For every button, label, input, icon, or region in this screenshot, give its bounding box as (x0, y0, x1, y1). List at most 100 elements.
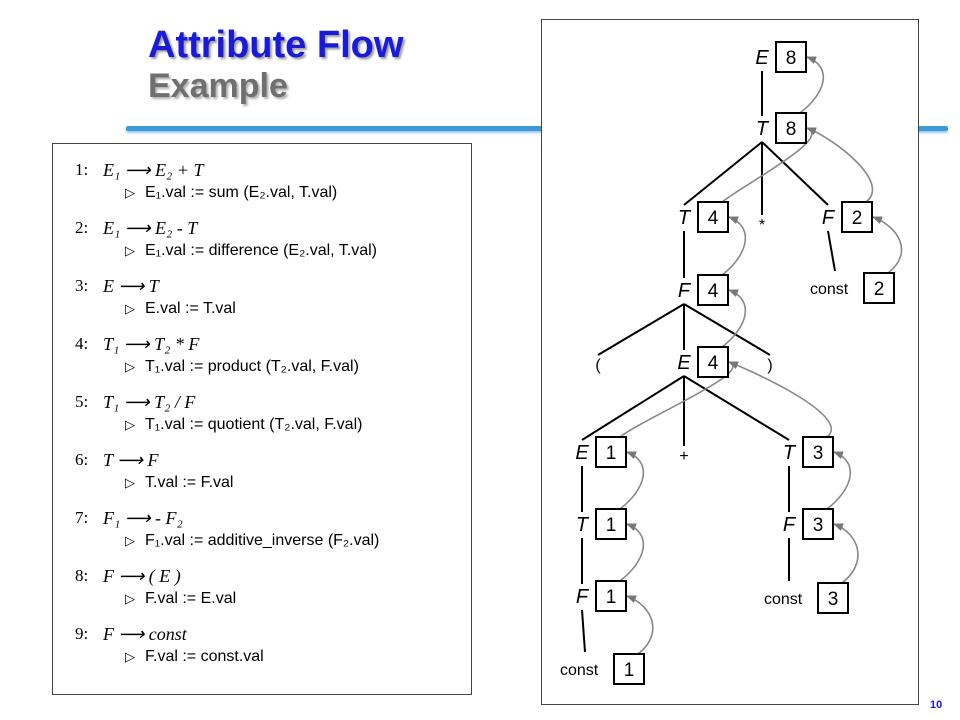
rule-action-text: F.val := const.val (145, 648, 264, 665)
node-label: E (575, 442, 589, 464)
flow-arrow-f_low_left-t_low_left (619, 523, 645, 582)
rule-production: T₁ ⟶ T₂ / F (103, 392, 196, 412)
rule-action: ▷ F.val := const.val (125, 648, 264, 666)
page-number: 10 (930, 699, 943, 711)
node-label: T (576, 514, 590, 536)
value-box (697, 201, 729, 233)
tree-edge-t_top-f_right (761, 141, 829, 206)
title-underline (126, 126, 948, 131)
value-box (595, 436, 627, 468)
node-label: E (755, 47, 769, 69)
node-label: F (783, 514, 797, 536)
value-box (595, 508, 627, 540)
rule-production: E₁ ⟶ E₂ - T (103, 218, 198, 238)
rule-action: ▷F₁.val := additive_inverse (F₂.val) (125, 532, 379, 550)
triangle-icon: ▷ (125, 649, 135, 664)
node-symbol: ) (767, 357, 772, 374)
value-box (775, 41, 807, 73)
tree-node-lparen: ( (595, 357, 601, 374)
node-value: 4 (708, 353, 719, 374)
node-value: 8 (786, 119, 797, 140)
tree-edge-f_low_left-const_1 (581, 609, 586, 653)
slide-title: Attribute Flow Example (148, 24, 403, 106)
tree-edge-t_top-t_left (683, 141, 763, 206)
tree-node-rparen: ) (767, 357, 772, 374)
tree-node-const_1: const 1 (560, 653, 645, 685)
rule-action: ▷ E₁.val := difference (E₂.val, T.val) (125, 242, 377, 260)
attribute-flow-arrows (619, 56, 903, 655)
flow-arrow-t_top-e_root (799, 56, 825, 114)
node-value: 8 (786, 48, 797, 69)
rule-production: F ⟶ ( E ) (103, 566, 181, 586)
rule-action: ▷ F.val := E.val (125, 590, 236, 608)
value-box (802, 508, 834, 540)
title-sub: Example (148, 67, 288, 105)
node-label: E (677, 352, 691, 374)
rule-action-text: E₁.val := difference (E₂.val, T.val) (145, 242, 378, 259)
value-box (697, 346, 729, 378)
value-box (863, 272, 895, 304)
node-value: 1 (606, 515, 617, 536)
rule-action-text: F.val := E.val (145, 590, 237, 607)
triangle-icon: ▷ (125, 417, 135, 432)
rule-action-text: E₁.val := sum (E₂.val, T.val) (145, 184, 338, 201)
rule-action: ▷E₁.val := sum (E₂.val, T.val) (125, 184, 337, 202)
flow-arrow-t_low_left-e_low (619, 451, 645, 510)
flow-arrow-f_mid-t_left (721, 216, 747, 276)
rule-production: T ⟶ F (103, 450, 159, 470)
rule-action: ▷ E.val := T.val (125, 300, 236, 318)
rule-number: 2: (75, 218, 89, 237)
triangle-icon: ▷ (125, 591, 135, 606)
triangle-icon: ▷ (125, 475, 135, 490)
node-value: 3 (813, 443, 824, 464)
node-label: F (822, 207, 836, 229)
rule-action-text: E.val := T.val (145, 300, 236, 317)
tree-node-star: * (759, 217, 765, 234)
value-box (817, 582, 849, 614)
flow-arrow-f_right-t_top (806, 127, 874, 203)
tree-edge-e_mid-e_low (581, 375, 685, 441)
node-label: T (678, 207, 692, 229)
rule-action: ▷T₁.val := product (T₂.val, F.val) (125, 358, 359, 376)
node-label: F (576, 586, 590, 608)
rule-production: F₁ ⟶ - F₂ (103, 508, 183, 528)
tree-edge-f_right-const_2 (827, 230, 836, 272)
node-value: 1 (624, 660, 635, 681)
rule-number: 7: (75, 508, 89, 527)
rule-production: E₁ ⟶ E₂ + T (103, 160, 204, 180)
triangle-icon: ▷ (125, 301, 135, 316)
rule-number: 6: (75, 450, 89, 469)
rule-action-text: F₁.val := additive_inverse (F₂.val) (145, 532, 380, 549)
rule-action-text: T₁.val := quotient (T₂.val, F.val) (145, 416, 363, 433)
node-symbol: + (679, 448, 688, 465)
node-value: 2 (874, 279, 885, 300)
rule-number: 9: (75, 624, 89, 643)
flow-arrow-const_2-f_right (872, 216, 903, 274)
tree-edge-f_mid-rparen (683, 303, 771, 356)
rule-number: 4: (75, 334, 89, 353)
tree-edge-e_mid-t_low_right (683, 375, 790, 441)
node-label: F (678, 280, 692, 302)
flow-arrow-const_1-f_low_left (626, 595, 654, 655)
rule-production: T₁ ⟶ T₂ * F (103, 334, 200, 354)
triangle-icon: ▷ (125, 243, 135, 258)
node-symbol: * (759, 217, 765, 234)
node-symbol: ( (595, 357, 601, 374)
value-box (775, 112, 807, 144)
rule-action-text: T.val := F.val (145, 474, 234, 491)
node-label: const (560, 662, 599, 679)
node-value: 2 (852, 208, 863, 229)
node-value: 4 (708, 208, 719, 229)
